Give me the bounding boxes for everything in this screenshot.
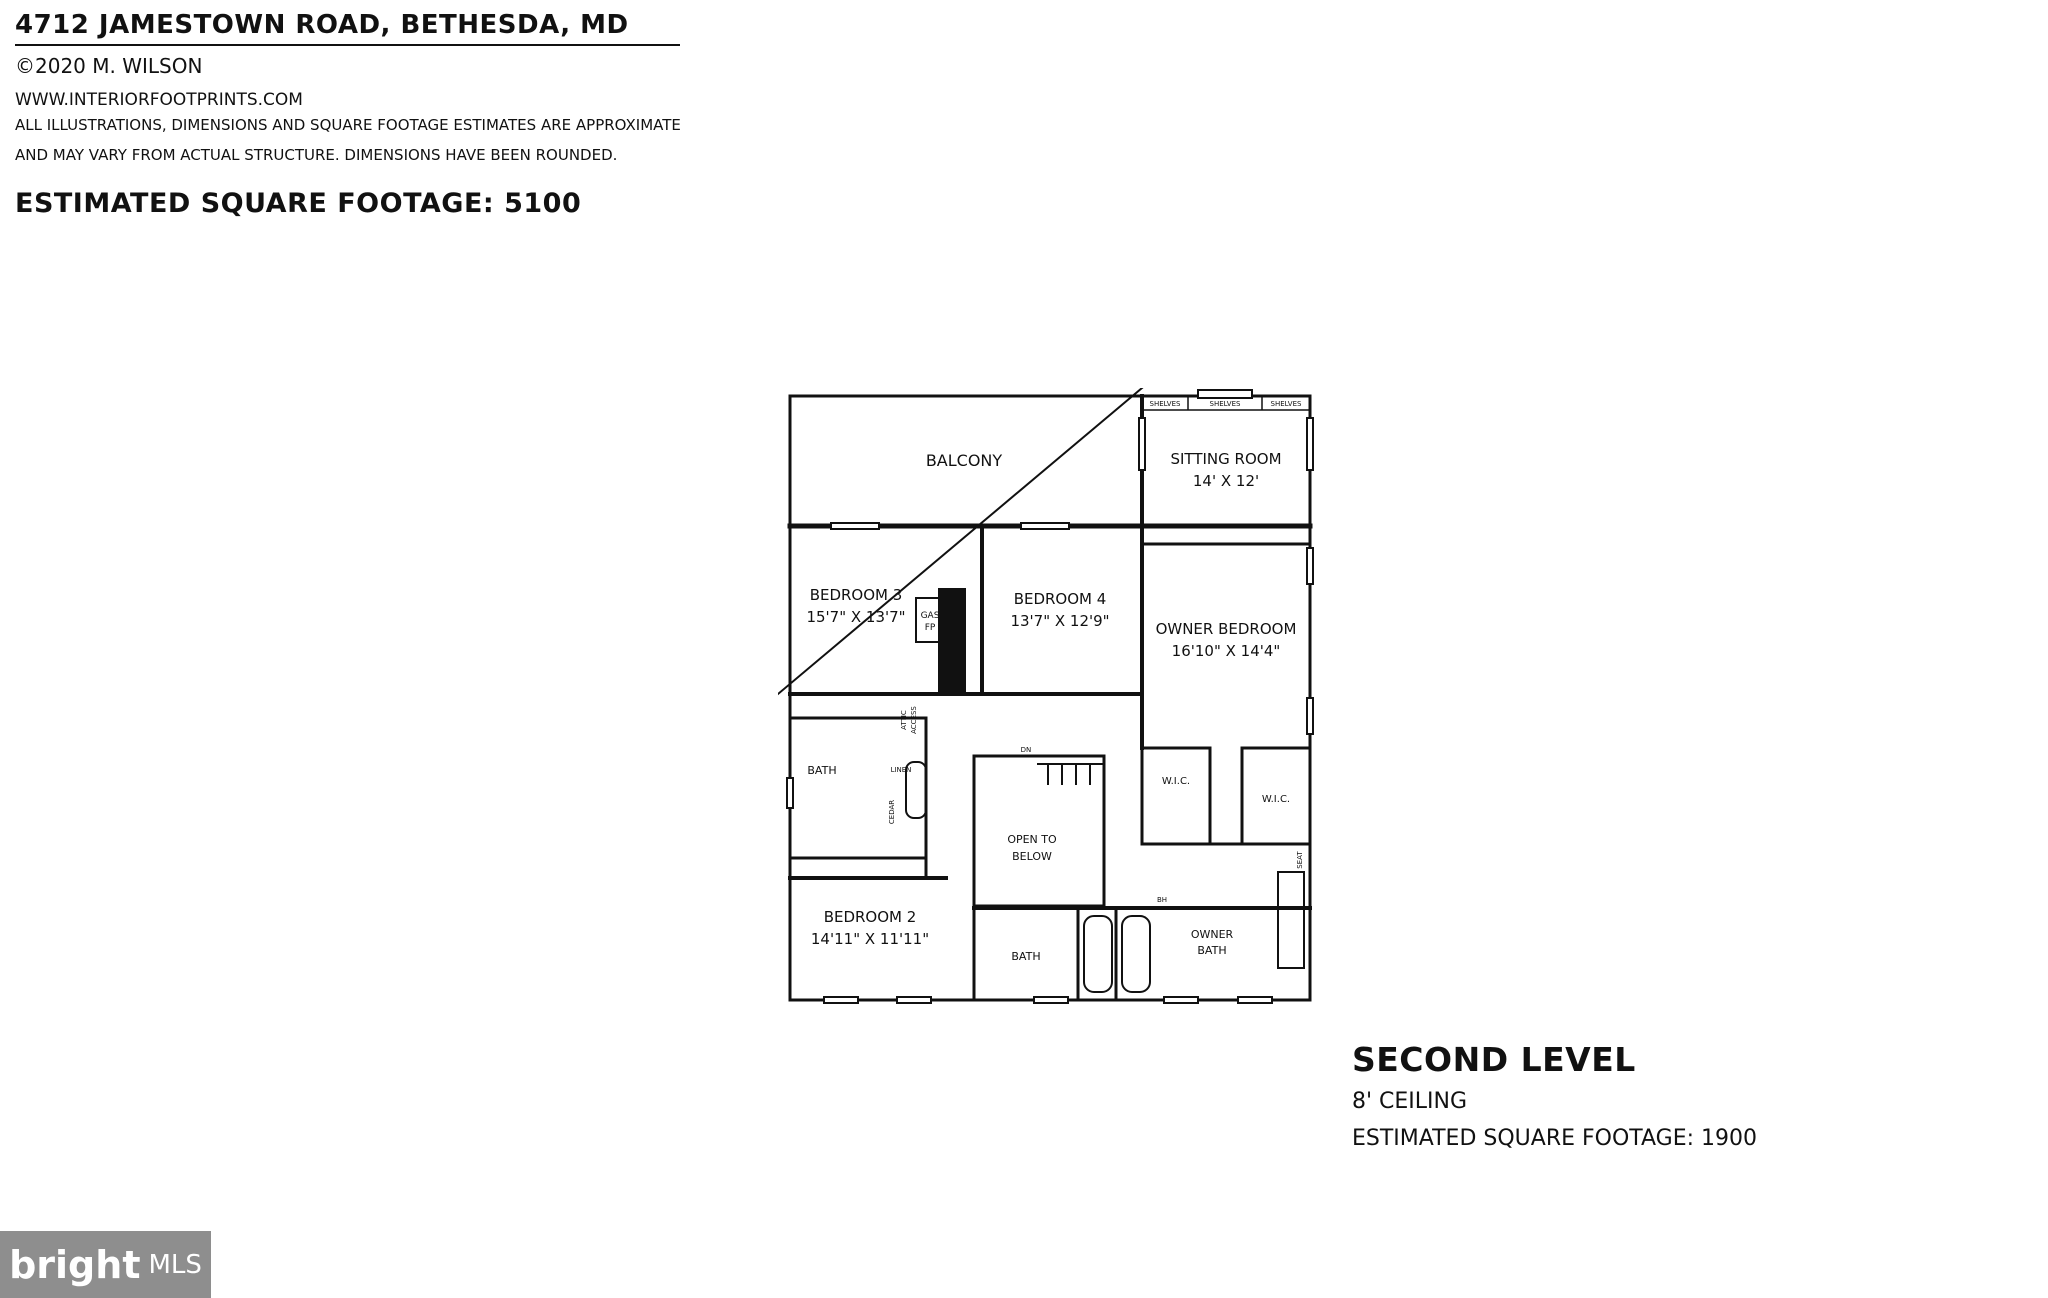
owner-bedroom-dimensions: 16'10" X 14'4" — [1172, 642, 1281, 660]
cedar-label: CEDAR — [888, 800, 896, 824]
owner-bath-label-1: OWNER — [1191, 928, 1234, 941]
owner-bedroom-label: OWNER BEDROOM — [1156, 620, 1297, 638]
total-square-footage: ESTIMATED SQUARE FOOTAGE: 5100 — [15, 188, 582, 219]
shelves-label-center: SHELVES — [1210, 400, 1241, 408]
sitting-room-label: SITTING ROOM — [1170, 450, 1281, 468]
level-info: SECOND LEVEL 8' CEILING ESTIMATED SQUARE… — [1352, 1040, 1757, 1151]
linen-label: LINEN — [891, 766, 912, 774]
disclaimer-line-2: AND MAY VARY FROM ACTUAL STRUCTURE. DIME… — [15, 146, 618, 164]
bedroom-2-label: BEDROOM 2 — [824, 908, 917, 926]
bedroom-3-dimensions: 15'7" X 13'7" — [806, 608, 905, 626]
gas-fp-label-1: GAS — [921, 611, 940, 621]
floor-plan: SHELVES SHELVES SHELVES BALCONY SITTING … — [778, 388, 1314, 1004]
property-address: 4712 JAMESTOWN ROAD, BETHESDA, MD — [15, 10, 680, 46]
copyright-line: ©2020 M. WILSON — [15, 54, 203, 78]
bath-left-label: BATH — [807, 764, 836, 777]
attic-access-label-1: ATTIC — [900, 710, 908, 730]
plan-windows — [786, 389, 1314, 1004]
bedroom-3-label: BEDROOM 3 — [810, 586, 903, 604]
owner-bath-label-2: BATH — [1197, 944, 1226, 957]
logo-suffix: MLS — [148, 1249, 202, 1280]
sitting-room-dimensions: 14' X 12' — [1193, 472, 1259, 490]
website-line: WWW.INTERIORFOOTPRINTS.COM — [15, 90, 303, 110]
seat-label: SEAT — [1296, 851, 1304, 869]
level-square-footage: ESTIMATED SQUARE FOOTAGE: 1900 — [1352, 1126, 1758, 1151]
open-to-below-area — [972, 754, 1106, 908]
wic-label-left: W.I.C. — [1162, 776, 1190, 787]
level-title: SECOND LEVEL — [1352, 1040, 1636, 1079]
gas-fp-label-2: FP — [925, 623, 936, 633]
plan-walls — [778, 388, 1313, 1002]
shelves-strip — [1142, 396, 1310, 411]
bedroom-2-dimensions: 14'11" X 11'11" — [811, 930, 929, 948]
attic-access-label-2: ACCESS — [910, 706, 918, 734]
shelves-label-left: SHELVES — [1150, 400, 1181, 408]
ceiling-height: 8' CEILING — [1352, 1089, 1468, 1114]
dn-label: DN — [1021, 746, 1032, 754]
disclaimer-line-1: ALL ILLUSTRATIONS, DIMENSIONS AND SQUARE… — [15, 116, 681, 134]
shelves-label-right: SHELVES — [1271, 400, 1302, 408]
open-to-below-label-2: BELOW — [1012, 850, 1052, 863]
balcony-label: BALCONY — [926, 451, 1003, 470]
bedroom-4-label: BEDROOM 4 — [1014, 590, 1107, 608]
bedroom-4-dimensions: 13'7" X 12'9" — [1010, 612, 1109, 630]
bright-mls-logo: bright MLS — [0, 1231, 211, 1298]
wic-label-right: W.I.C. — [1262, 794, 1290, 805]
bath-bottom-label: BATH — [1011, 950, 1040, 963]
header-block: 4712 JAMESTOWN ROAD, BETHESDA, MD ©2020 … — [15, 10, 785, 219]
logo-brand: bright — [9, 1242, 141, 1287]
open-to-below-label-1: OPEN TO — [1007, 833, 1057, 846]
bh-label: BH — [1157, 896, 1167, 904]
